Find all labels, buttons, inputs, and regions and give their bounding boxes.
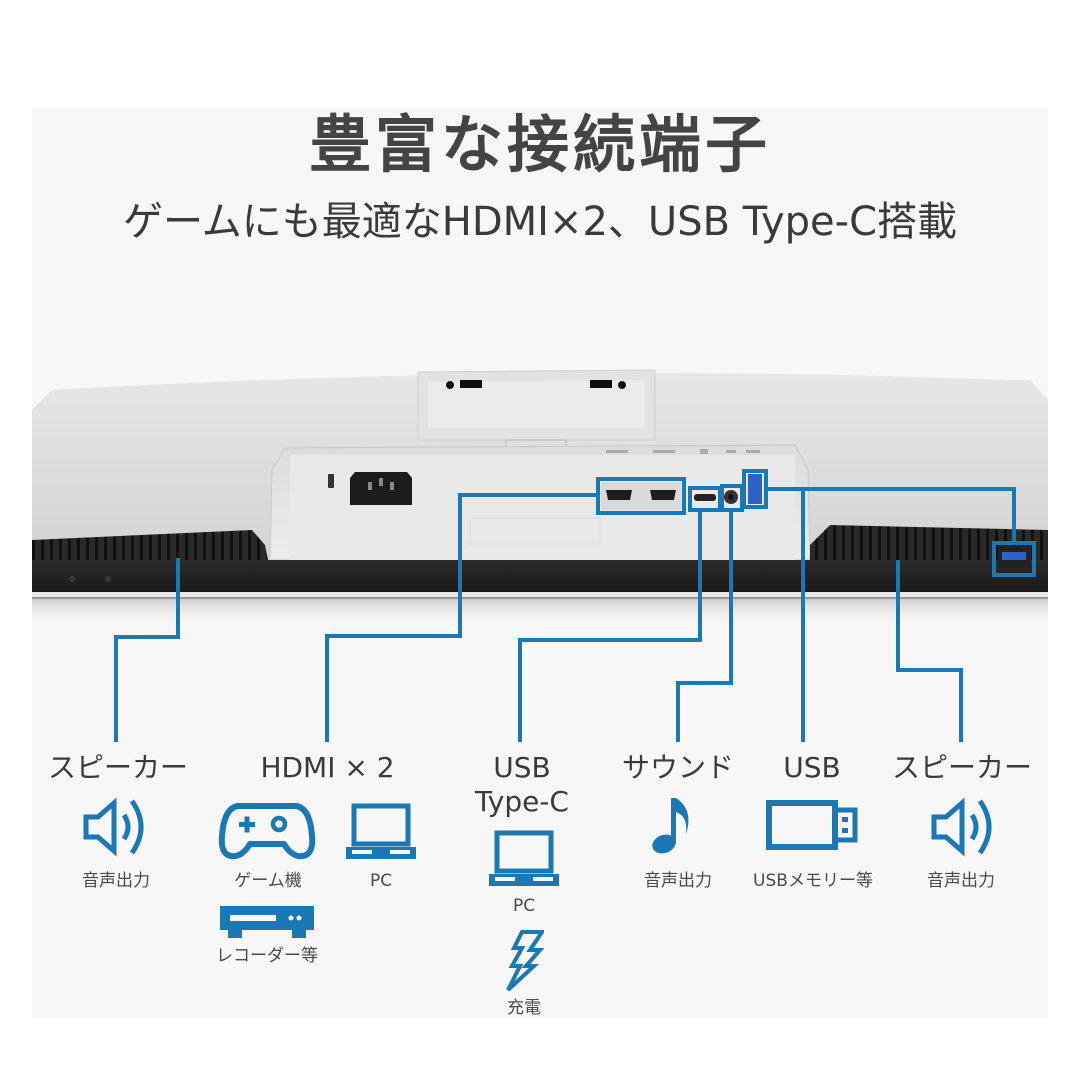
line-hdmi xyxy=(325,493,598,742)
caption-gamepad: ゲーム機 xyxy=(234,871,302,891)
caption-pc-hdmi: PC xyxy=(369,871,393,891)
line-sound xyxy=(676,510,733,742)
line-usbc xyxy=(518,510,702,742)
laptop-icon xyxy=(489,830,559,886)
usb-stick-icon xyxy=(766,800,858,850)
music-note-icon xyxy=(652,798,689,854)
connector-lines xyxy=(114,469,1036,742)
label-speaker-right: スピーカー xyxy=(891,751,1032,784)
caption-sound: 音声出力 xyxy=(644,871,712,891)
caption-speaker-left: 音声出力 xyxy=(82,871,150,891)
label-sound: サウンド xyxy=(621,751,734,784)
speaker-icon xyxy=(83,797,144,857)
label-speaker-left: スピーカー xyxy=(47,751,188,784)
caption-usb: USBメモリー等 xyxy=(753,871,873,891)
caption-speaker-right: 音声出力 xyxy=(927,871,995,891)
caption-charge: 充電 xyxy=(507,998,541,1018)
laptop-icon xyxy=(346,803,416,859)
page-title: 豊富な接続端子 xyxy=(308,108,771,181)
line-speaker-right xyxy=(896,560,963,742)
caption-pc-usbc: PC xyxy=(512,896,536,916)
line-speaker-left xyxy=(114,558,180,742)
recorder-icon xyxy=(220,906,314,938)
caption-recorder: レコーダー等 xyxy=(216,946,318,966)
line-usb-side xyxy=(766,487,1016,543)
label-hdmi: HDMI × 2 xyxy=(260,751,395,784)
speaker-icon xyxy=(931,797,992,857)
label-usbc-line1: USB xyxy=(493,751,551,784)
page-subtitle: ゲームにも最適なHDMI×2、USB Type-C搭載 xyxy=(122,199,957,245)
monitor-body xyxy=(32,369,1048,627)
lightning-icon xyxy=(506,930,544,992)
label-usb: USB xyxy=(783,751,841,784)
label-usbc-line2: Type-C xyxy=(475,785,569,818)
gamepad-icon xyxy=(218,803,316,860)
